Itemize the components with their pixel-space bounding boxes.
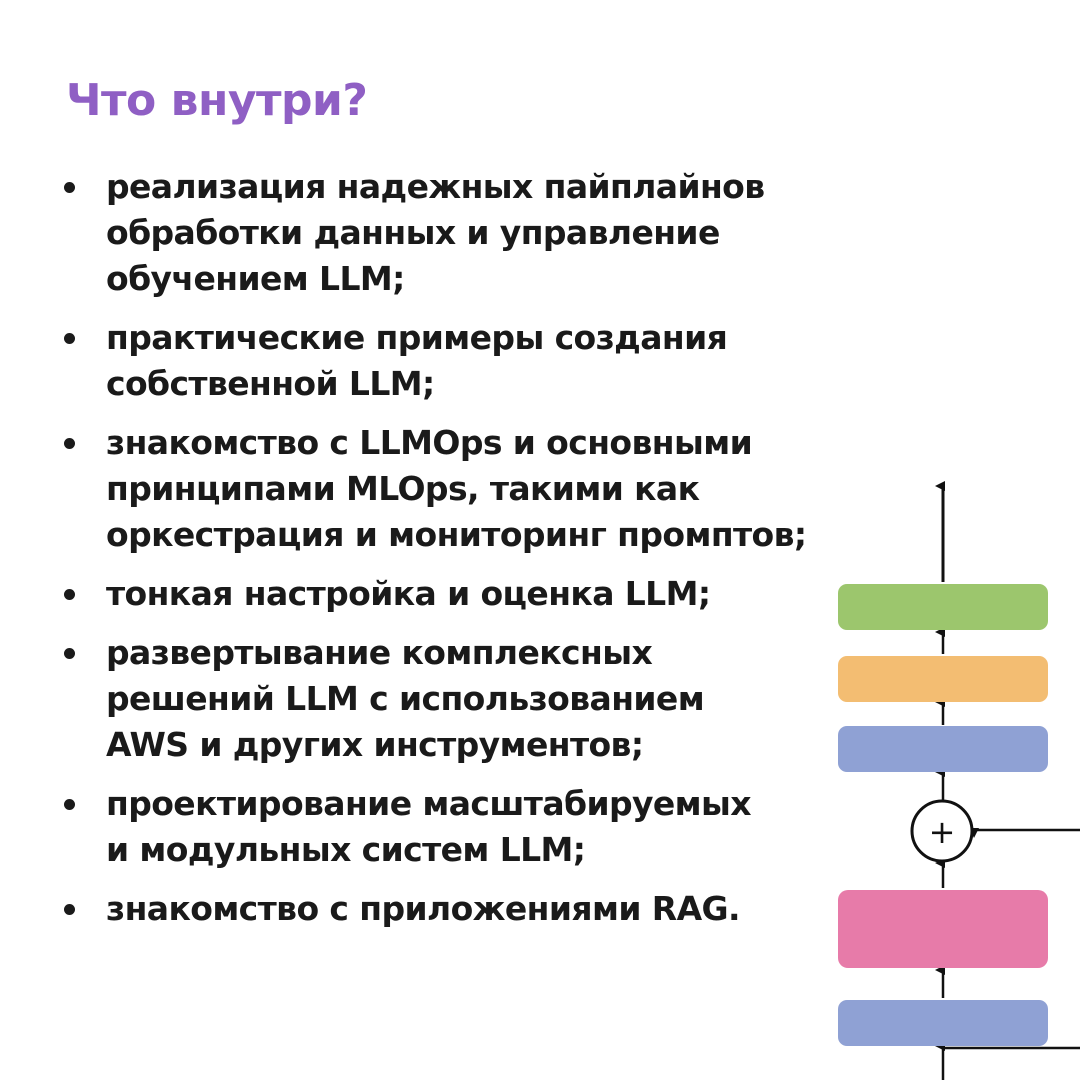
bullet-line: реализация надежных пайплайнов [106,167,765,206]
block-green [838,584,1048,630]
bullet-line: обработки данных и управление [106,213,720,252]
bullet-icon [64,182,75,193]
bullet-icon [64,438,75,449]
bullet-line: обучением LLM; [106,259,405,298]
block-pink [838,890,1048,968]
block-orange [838,656,1048,702]
add-icon [910,799,974,863]
list-item: проектирование масштабируемых и модульны… [62,781,862,873]
list-item: развертывание комплексных решений LLM с … [62,630,862,768]
block-blue-bottom [838,1000,1048,1046]
block-blue [838,726,1048,772]
bullet-line: знакомство с LLMOps и основными [106,423,753,462]
bullet-line: практические примеры создания [106,318,728,357]
bullet-line: и модульных систем LLM; [106,830,586,869]
bullet-line: знакомство с приложениями RAG. [106,889,741,928]
bullet-icon [64,589,75,600]
add-symbol: + [929,813,956,851]
bullet-icon [64,904,75,915]
list-item: знакомство с LLMOps и основными принципа… [62,420,862,558]
list-item: тонкая настройка и оценка LLM; [62,571,862,617]
bullet-icon [64,799,75,810]
bullet-line: AWS и других инструментов; [106,725,644,764]
bullet-line: оркестрация и мониторинг промптов; [106,515,807,554]
bullet-line: решений LLM с использованием [106,679,705,718]
bullet-line: тонкая настройка и оценка LLM; [106,574,711,613]
list-item: практические примеры создания собственно… [62,315,862,407]
list-item: реализация надежных пайплайнов обработки… [62,164,862,302]
list-item: знакомство с приложениями RAG. [62,886,862,932]
bullet-line: собственной LLM; [106,364,435,403]
page-title: Что внутри? [66,75,368,126]
bullet-line: проектирование масштабируемых [106,784,752,823]
bullet-icon [64,648,75,659]
bullet-line: принципами MLOps, такими как [106,469,700,508]
bullet-list: реализация надежных пайплайнов обработки… [62,164,862,945]
bullet-icon [64,333,75,344]
bullet-line: развертывание комплексных [106,633,653,672]
